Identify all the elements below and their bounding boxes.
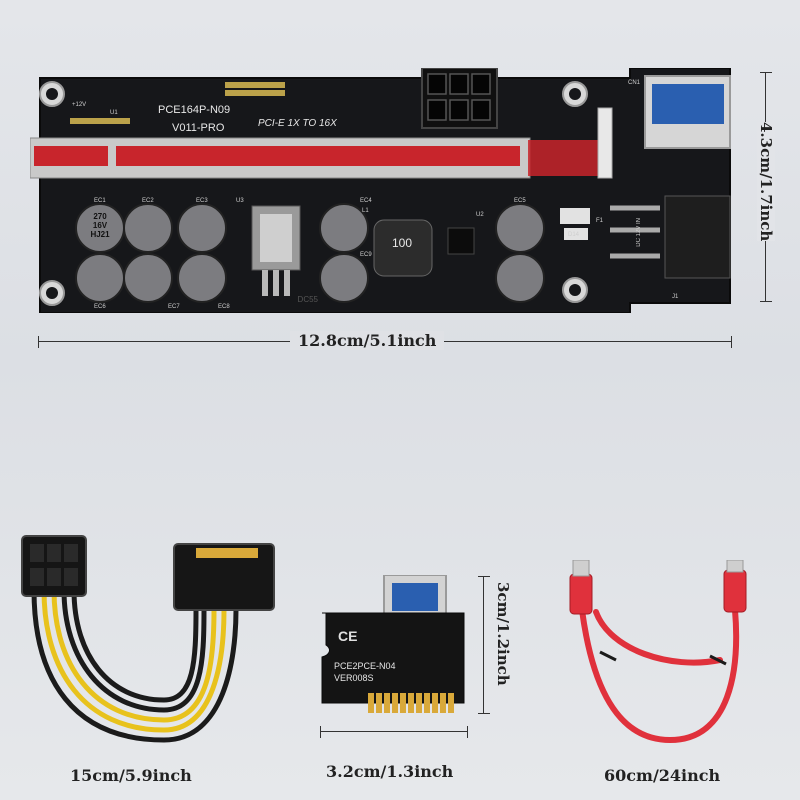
usb-cable <box>560 559 760 760</box>
riser-board-graphic <box>29 67 731 314</box>
board-width-label: 12.8cm/5.1inch <box>290 331 445 350</box>
adapter-height-line <box>478 576 490 714</box>
ec2-label: EC2 <box>142 198 154 204</box>
l1-label: L1 <box>362 208 369 214</box>
u3-label: U3 <box>236 198 244 204</box>
f1-label: F1 <box>596 218 604 224</box>
svg-text:CE: CE <box>338 628 357 644</box>
regulator-text: DC55 <box>297 295 318 304</box>
board-height-label: 4.3cm/1.7inch <box>757 122 775 242</box>
board-version-label: V011-PRO <box>172 122 225 134</box>
slot-text-label: PCI-E 1X TO 16X <box>258 118 337 129</box>
dc-input-label: DC 12V IN <box>636 218 642 247</box>
cable-length-label: 15cm/5.9inch <box>70 766 192 785</box>
adapter-width-label: 3.2cm/1.3inch <box>326 762 454 781</box>
board-model-label: PCE164P-N09 <box>158 104 231 116</box>
capacitor-series: HJ21 <box>90 230 110 239</box>
inductor-code: 100 <box>392 236 413 250</box>
cn1-label: CN1 <box>628 80 641 86</box>
ec7-label: EC7 <box>168 304 180 310</box>
ec8-label: EC8 <box>218 304 230 310</box>
j1-label: J1 <box>672 294 679 300</box>
voltage-label: +12V <box>72 102 87 108</box>
ec1-label: EC1 <box>94 198 106 204</box>
adapter-version-label: VER008S <box>334 673 374 683</box>
d14-label: D14 <box>568 232 580 238</box>
riser-board: PCE164P-N09 V011-PRO PCI-E 1X TO 16X +12… <box>29 67 745 314</box>
u1-label: U1 <box>110 110 118 116</box>
capacitor-marking: 270 16V HJ21 <box>82 212 118 239</box>
ec4-label: EC4 <box>360 198 372 204</box>
adapter-model-label: PCE2PCE-N04 <box>334 661 396 671</box>
ec3-label: EC3 <box>196 198 208 204</box>
power-cable-graphic <box>21 535 275 743</box>
adapter-width-line <box>320 726 468 738</box>
ec5-label: EC5 <box>514 198 526 204</box>
usb-cable-graphic <box>569 559 747 744</box>
capacitor-voltage: 16V <box>92 221 108 230</box>
ec9-label: EC9 <box>360 252 372 258</box>
u2-label: U2 <box>476 212 484 218</box>
adapter-card-graphic: CE <box>321 574 465 713</box>
ec6-label: EC6 <box>94 304 106 310</box>
power-cable <box>14 530 284 750</box>
adapter-height-label: 3cm/1.2inch <box>494 582 512 686</box>
adapter-card: CE PCE2PCE-N04 VER008S <box>318 574 468 715</box>
usb-length-label: 60cm/24inch <box>604 766 721 785</box>
capacitor-value: 270 <box>93 212 107 221</box>
